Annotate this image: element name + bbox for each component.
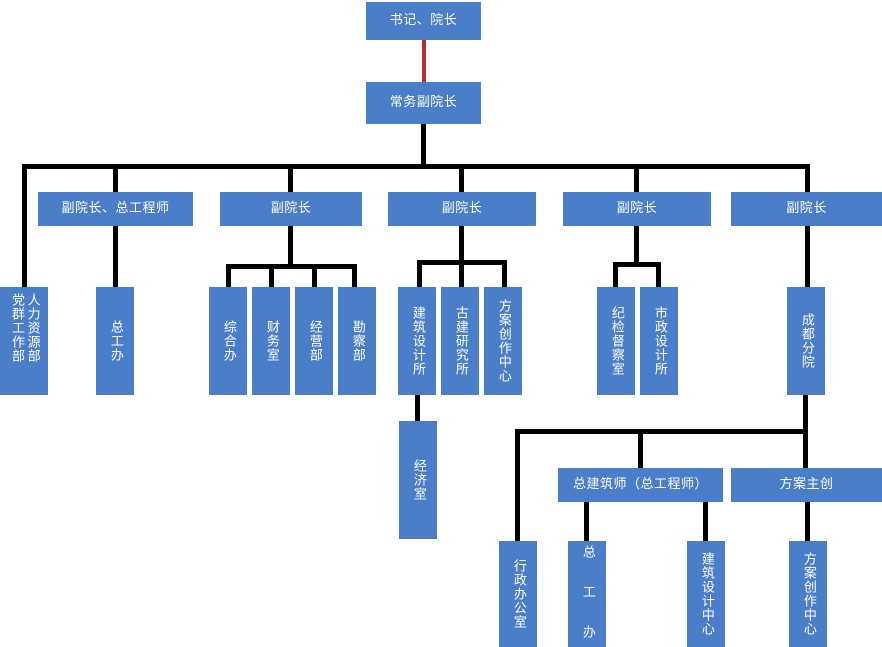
connector-bus-drop-vp4: [634, 164, 639, 192]
connector-chief-architect-to-arch-design-center: [703, 502, 708, 541]
node-label: 总 工 办: [579, 544, 595, 644]
connector-vp3-drop-scheme-center: [502, 260, 507, 288]
connector-vp4-drop-discipline: [613, 262, 618, 288]
node-label: 副院长: [616, 201, 658, 217]
node-operations-dept[interactable]: 经营部: [295, 287, 333, 395]
connector-vp2-drop-survey: [352, 264, 357, 288]
node-label: 经营部: [306, 320, 322, 362]
node-chief-engineer-office-chengdu[interactable]: 总 工 办: [568, 541, 606, 647]
node-administrative-office[interactable]: 行政办公室: [499, 541, 537, 647]
node-label: 建筑设计所: [409, 306, 425, 376]
node-vp-4[interactable]: 副院长: [563, 192, 711, 226]
node-architectural-design-center[interactable]: 建筑设计中心: [687, 541, 725, 647]
node-architectural-design-institute[interactable]: 建筑设计所: [398, 287, 436, 395]
connector-scheme-lead-to-scheme-center2: [805, 502, 810, 541]
node-label-party: 党群工作部: [9, 293, 24, 363]
node-label: 方案创作中心: [800, 552, 816, 636]
connector-bus-drop-vp2: [288, 164, 293, 192]
connector-chengdu-drop-scheme-lead: [803, 429, 808, 468]
connector-vp2-drop-finance-office: [269, 264, 274, 288]
node-label: 常务副院长: [389, 95, 458, 111]
connector-executive-vp-stem: [421, 124, 426, 166]
connector-vp4-drop-municipal: [656, 262, 661, 288]
connector-vp2-drop-operations: [312, 264, 317, 288]
node-vp-5[interactable]: 副院长: [731, 192, 882, 226]
connector-chengdu-drop-admin-office: [515, 429, 520, 541]
connector-bus-drop-vp3: [459, 164, 464, 192]
node-discipline-inspection-office[interactable]: 纪检督察室: [597, 287, 635, 395]
connector-president-to-executive-vp: [422, 38, 426, 82]
node-scheme-creation-center[interactable]: 方案创作中心: [484, 287, 522, 395]
node-label: 经济室: [410, 459, 426, 501]
node-general-office[interactable]: 综合办: [209, 287, 247, 395]
node-label: 成都分院: [798, 313, 814, 369]
node-label: 古建研究所: [452, 306, 468, 376]
node-label: 方案创作中心: [495, 299, 511, 383]
connector-vp2-drop-general-office: [226, 264, 231, 288]
node-chengdu-branch[interactable]: 成都分院: [787, 287, 825, 395]
connector-vp3-stem: [459, 226, 464, 266]
connector-vp4-bus: [613, 262, 661, 267]
node-vp-2[interactable]: 副院长: [220, 192, 362, 226]
connector-level3-bus: [22, 164, 810, 169]
node-chief-architect[interactable]: 总建筑师（总工程师）: [558, 468, 723, 502]
node-finance-office[interactable]: 财务室: [252, 287, 290, 395]
node-label-hr: 人力资源部: [24, 293, 40, 363]
node-chief-engineer-office[interactable]: 总工办: [96, 287, 134, 395]
node-ancient-architecture-institute[interactable]: 古建研究所: [441, 287, 479, 395]
node-scheme-lead[interactable]: 方案主创: [731, 468, 882, 502]
node-secretary-president[interactable]: 书记、院长: [366, 2, 481, 40]
node-survey-dept[interactable]: 勘察部: [338, 287, 376, 395]
node-label: 总工办: [107, 320, 123, 362]
node-vp-3[interactable]: 副院长: [388, 192, 536, 226]
node-label: 副院长: [441, 201, 483, 217]
node-label: 建筑设计中心: [698, 552, 714, 636]
connector-vp1-to-chief-eng-office: [113, 226, 118, 288]
connector-vp2-stem: [288, 226, 293, 266]
node-label: 综合办: [220, 320, 236, 362]
connector-bus-drop-hr-party: [22, 164, 27, 288]
connector-vp5-to-chengdu-branch: [805, 226, 810, 288]
node-label: 勘察部: [349, 320, 365, 362]
connector-arch-design-to-economics: [415, 394, 420, 422]
connector-bus-drop-vp5: [805, 164, 810, 192]
connector-chengdu-bus: [515, 429, 808, 434]
node-label: 副院长、总工程师: [61, 201, 170, 217]
node-municipal-design-institute[interactable]: 市政设计所: [640, 287, 678, 395]
node-label: 财务室: [263, 320, 279, 362]
node-vp-chief-engineer[interactable]: 副院长、总工程师: [38, 192, 193, 226]
connector-vp3-drop-arch-design: [417, 260, 422, 288]
node-hr-and-party-dept[interactable]: 人力资源部 党群工作部: [0, 287, 48, 395]
node-label: 方案主创: [779, 477, 834, 493]
connector-chengdu-branch-stem: [803, 394, 808, 434]
node-label: 副院长: [786, 201, 827, 217]
connector-vp4-stem: [634, 226, 639, 266]
node-label: 市政设计所: [651, 306, 667, 376]
node-executive-vp[interactable]: 常务副院长: [366, 82, 481, 124]
connector-vp3-drop-ancient-arch: [459, 260, 464, 288]
node-label: 书记、院长: [389, 13, 458, 29]
connector-chief-architect-to-chief-eng-office2: [584, 502, 589, 541]
node-scheme-creation-center-chengdu[interactable]: 方案创作中心: [789, 541, 827, 647]
node-label: 副院长: [270, 201, 312, 217]
connector-vp2-bus: [226, 264, 357, 269]
node-label: 总建筑师（总工程师）: [572, 477, 708, 493]
node-label: 纪检督察室: [608, 306, 624, 376]
connector-chengdu-drop-chief-architect: [638, 429, 643, 468]
connector-bus-drop-vp1: [113, 164, 118, 192]
node-label: 行政办公室: [510, 559, 526, 629]
node-economics-office[interactable]: 经济室: [399, 421, 437, 539]
